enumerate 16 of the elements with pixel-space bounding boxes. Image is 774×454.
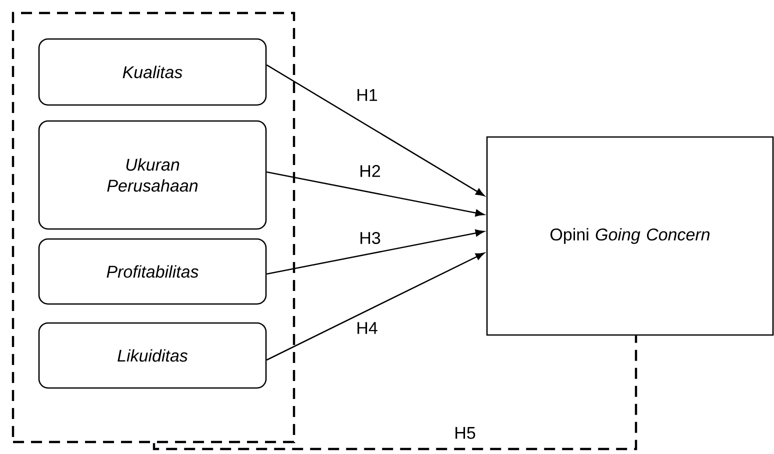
variable-box: Ukuran Perusahaan	[38, 120, 267, 230]
variable-box: Profitabilitas	[38, 238, 267, 305]
group-box	[12, 12, 296, 444]
dashed-connector	[152, 336, 638, 450]
arrow	[266, 230, 484, 275]
arrow	[266, 171, 484, 216]
edge-label: H1	[355, 88, 379, 102]
edge-label: H2	[358, 164, 382, 178]
edge-label: H5	[453, 426, 477, 440]
arrow	[266, 64, 485, 196]
edge-label: H4	[355, 321, 379, 335]
edge-label: H3	[358, 230, 382, 245]
arrow	[266, 252, 485, 361]
variable-box: Kualitas	[38, 38, 267, 106]
outcome-box: Opini Going Concern	[486, 136, 774, 336]
variable-box: Likuiditas	[38, 322, 267, 389]
